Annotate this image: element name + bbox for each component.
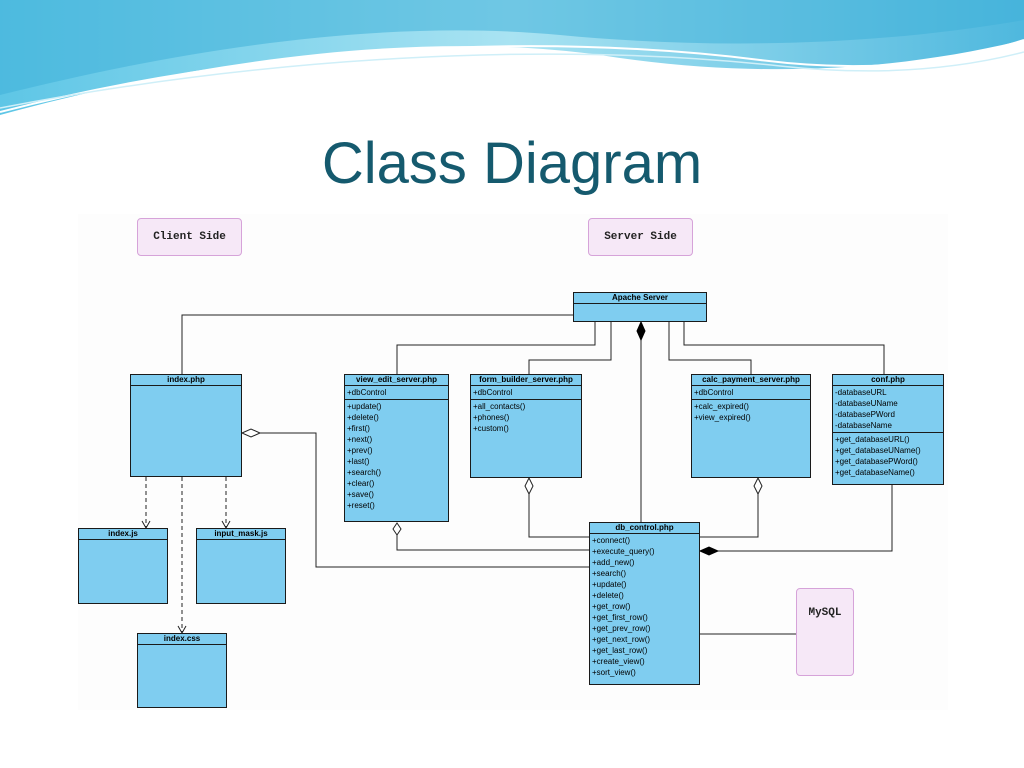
operation: +clear() [347,479,375,488]
operation: +prev() [347,446,373,455]
attribute: +dbControl [473,388,513,397]
attribute: -databaseUName [835,399,898,408]
class-calc-payment-server: calc_payment_server.php +dbControl +calc… [691,374,811,478]
operation: +get_databaseUName() [835,446,921,455]
operations-section: +update() +delete() +first() +next() +pr… [345,400,448,512]
note-client-side: Client Side [137,218,242,256]
class-name: view_edit_server.php [345,375,448,386]
operation: +phones() [473,413,510,422]
operation: +get_next_row() [592,635,651,644]
operation: +get_first_row() [592,613,648,622]
class-index-css: index.css [137,633,227,708]
operation: +get_databaseURL() [835,435,910,444]
note-mysql-label: MySQL [808,607,842,619]
class-name: index.js [79,529,167,540]
attribute: -databasePWord [835,410,895,419]
operation: +search() [592,569,627,578]
aggregation-diamond-calcpayment [753,476,763,496]
edge-viewedit-dbcontrol [396,534,589,551]
operation: +get_last_row() [592,646,648,655]
operation: +save() [347,490,374,499]
class-name: Apache Server [574,293,706,304]
class-view-edit-server: view_edit_server.php +dbControl +update(… [344,374,449,522]
operation: +delete() [592,591,624,600]
operation: +connect() [592,536,631,545]
diagram-canvas: Client Side Server Side MySQL Apache Ser… [78,214,948,710]
note-server-side: Server Side [588,218,693,256]
operation: +calc_expired() [694,402,749,411]
class-name: calc_payment_server.php [692,375,810,386]
operations-section: +connect() +execute_query() +add_new() +… [590,534,699,679]
operation: +last() [347,457,370,466]
operation: +update() [347,402,382,411]
edge-apache-formbuilder [528,322,612,374]
class-apache-server: Apache Server [573,292,707,322]
operation: +all_contacts() [473,402,526,411]
operation: +view_expired() [694,413,751,422]
operation: +reset() [347,501,375,510]
class-index-php: index.php [130,374,242,477]
operations-section: +calc_expired() +view_expired() [692,400,810,424]
operation: +get_databaseName() [835,468,915,477]
attributes-section: -databaseURL -databaseUName -databasePWo… [833,386,943,433]
class-form-builder-server: form_builder_server.php +dbControl +all_… [470,374,582,478]
edge-formbuilder-dbcontrol [528,494,589,538]
class-index-js: index.js [78,528,168,604]
edge-apache-viewedit [396,322,596,374]
class-name: conf.php [833,375,943,386]
operation: +next() [347,435,373,444]
class-name: db_control.php [590,523,699,534]
edge-index-dbcontrol [260,432,589,568]
operation: +update() [592,580,627,589]
class-name: input_mask.js [197,529,285,540]
operation: +get_prev_row() [592,624,651,633]
edge-apache-calcpayment [668,322,752,374]
attribute: +dbControl [694,388,734,397]
composition-diamond-apache [636,320,646,342]
note-server-side-label: Server Side [604,231,677,243]
edge-apache-index [181,314,573,374]
attributes-section: +dbControl [692,386,810,400]
class-conf-php: conf.php -databaseURL -databaseUName -da… [832,374,944,485]
operation: +execute_query() [592,547,655,556]
operation: +search() [347,468,382,477]
note-client-side-label: Client Side [153,231,226,243]
class-name: index.css [138,634,226,645]
operation: +add_new() [592,558,635,567]
class-name: form_builder_server.php [471,375,581,386]
attribute: -databaseName [835,421,892,430]
edge-conf-dbcontrol [718,485,893,552]
edge-calcpayment-dbcontrol [700,494,759,538]
attribute: +dbControl [347,388,387,397]
note-mysql: MySQL [796,588,854,676]
composition-diamond-conf [698,546,720,556]
operations-section: +get_databaseURL() +get_databaseUName() … [833,433,943,479]
operation: +delete() [347,413,379,422]
operation: +sort_view() [592,668,636,677]
operation: +get_databasePWord() [835,457,918,466]
operation: +get_row() [592,602,631,611]
class-input-mask-js: input_mask.js [196,528,286,604]
operations-section: +all_contacts() +phones() +custom() [471,400,581,435]
edge-apache-conf [683,322,885,374]
operation: +create_view() [592,657,645,666]
aggregation-diamond-formbuilder [524,476,534,496]
class-name: index.php [131,375,241,386]
diagram-connectors [141,314,893,635]
attributes-section: +dbControl [471,386,581,400]
slide-title: Class Diagram [321,131,703,196]
aggregation-diamond-index [240,428,262,438]
attribute: -databaseURL [835,388,887,397]
aggregation-diamond-viewedit [392,522,402,536]
attributes-section: +dbControl [345,386,448,400]
operation: +custom() [473,424,509,433]
header-wave-decoration [0,0,1024,115]
operation: +first() [347,424,370,433]
class-db-control-php: db_control.php +connect() +execute_query… [589,522,700,685]
